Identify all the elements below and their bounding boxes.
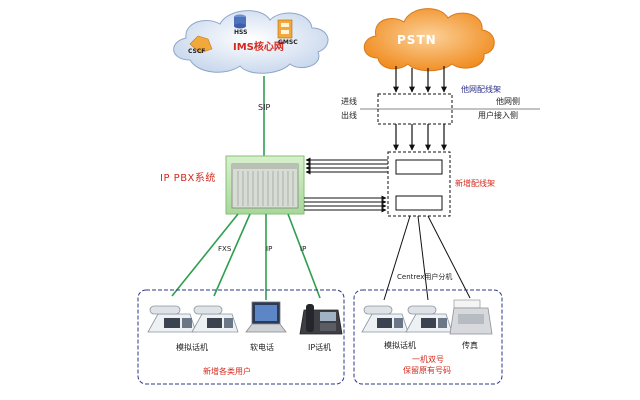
analog-phone-icon: [147, 305, 197, 333]
new-distribution-frame: [387, 151, 451, 217]
right-user-group-box: [353, 289, 503, 385]
hss-node-icon: [234, 14, 246, 29]
ip-pbx-box: [225, 155, 305, 215]
frame-user-links: [383, 215, 471, 301]
analog-phone-label: 模拟话机: [384, 341, 416, 350]
right-group-caption-line2: 保留原有号码: [403, 366, 451, 375]
cscf-node-icon: [189, 35, 213, 54]
ip-link-label: IP: [300, 245, 307, 253]
gmsc-label: GMSC: [278, 39, 298, 46]
pstn-cloud: [363, 8, 495, 72]
pstn-title: PSTN: [397, 33, 437, 47]
centrex-extension-label: Centrex用户分机: [397, 273, 453, 281]
pbx-user-links: [171, 213, 321, 300]
analog-phone-icon: [191, 305, 239, 333]
outgoing-line-label: 出线: [341, 111, 357, 120]
ip-pbx-title: IP PBX系统: [160, 173, 216, 184]
other-network-frame-label: 他网配线架: [461, 85, 501, 94]
hss-label: HSS: [234, 29, 248, 36]
ims-core-title: IMS核心网: [233, 42, 284, 53]
analog-phone-label: 模拟话机: [176, 343, 208, 352]
analog-phone-icon: [361, 305, 409, 333]
other-network-side-label: 他网侧: [496, 97, 520, 106]
ip-phone-icon: [299, 304, 343, 335]
softphone-label: 软电话: [250, 343, 274, 352]
right-group-caption-line1: 一机双号: [412, 355, 444, 364]
ip-phone-label: IP话机: [308, 343, 332, 352]
frame-to-frame-arrows: [393, 124, 447, 151]
new-frame-label: 新增配线架: [455, 179, 495, 188]
sip-link-label: SIP: [258, 103, 271, 112]
user-access-side-label: 用户接入侧: [478, 111, 518, 120]
incoming-line-label: 进线: [341, 97, 357, 106]
ip-link-label: IP: [266, 245, 273, 253]
frame-to-pbx-arrows: [305, 157, 388, 175]
pbx-to-frame-arrows: [304, 195, 387, 213]
analog-phone-icon: [405, 305, 453, 333]
left-group-caption: 新增各类用户: [203, 367, 251, 376]
left-user-group-box: [137, 289, 345, 385]
fax-machine-icon: [449, 299, 493, 335]
fxs-link-label: FXS: [218, 245, 232, 253]
fax-label: 传真: [462, 341, 478, 350]
pstn-trunk-arrows: [393, 66, 447, 93]
laptop-softphone-icon: [245, 301, 287, 333]
cscf-label: CSCF: [188, 48, 206, 55]
gmsc-node-icon: [277, 19, 293, 39]
